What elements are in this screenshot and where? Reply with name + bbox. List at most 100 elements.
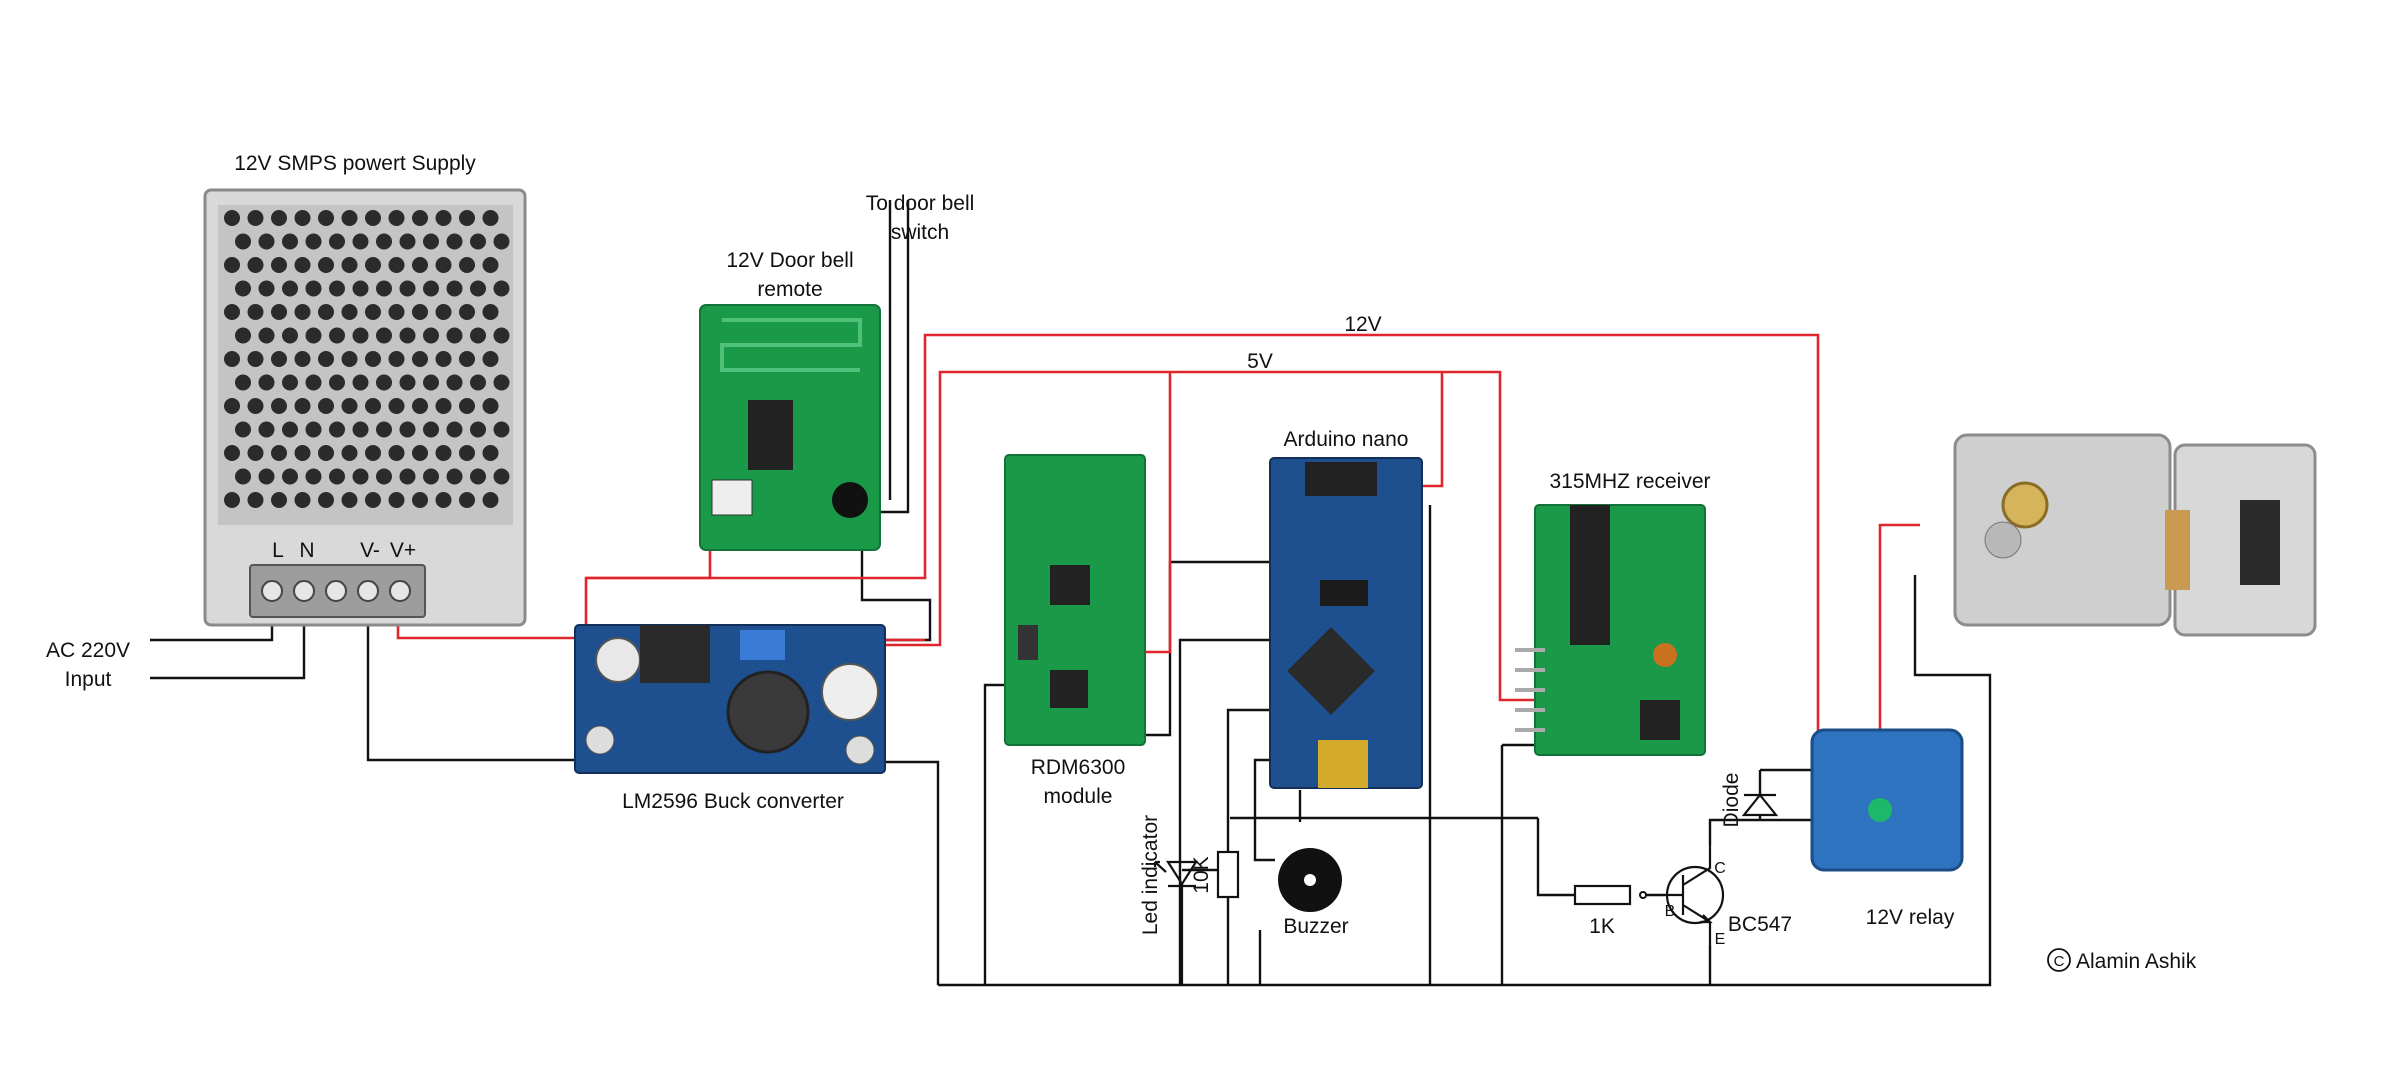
smps-vent-hole: [399, 468, 416, 485]
smps-vent-hole: [423, 233, 439, 250]
smps-vent-hole: [482, 257, 499, 273]
smps-vent-hole: [224, 351, 240, 367]
smps-vent-hole: [352, 280, 369, 297]
smps-vent-hole: [341, 351, 358, 367]
smps-vent-hole: [493, 327, 510, 344]
smps-vent-hole: [365, 351, 381, 367]
smps-vent-hole: [459, 210, 475, 226]
smps-vent-hole: [282, 468, 298, 485]
smps-vent-hole: [365, 257, 381, 273]
ac-input-label-line2: Input: [65, 668, 112, 691]
smps-vent-hole: [435, 351, 452, 367]
smps-vent-hole: [247, 304, 264, 320]
arduino-nano-pcb: [1269, 457, 1423, 789]
rdm6300-pcb: [1004, 454, 1146, 746]
smps-vent-hole: [329, 421, 345, 438]
led-indicator-label: Led indicator: [1139, 815, 1162, 935]
smps-vent-hole: [388, 304, 405, 320]
smps-vent-hole: [446, 233, 463, 250]
smps-vent-hole: [329, 280, 345, 297]
diode-label: Diode: [1720, 773, 1743, 828]
rail-5v-label: 5V: [1247, 350, 1273, 373]
black-wires: [150, 200, 1992, 987]
buck-converter-label: LM2596 Buck converter: [622, 790, 844, 813]
smps-vent-hole: [305, 280, 322, 297]
smps-vent-hole: [435, 492, 452, 508]
smps-vent-hole: [435, 210, 452, 226]
smps-vent-hole: [365, 304, 381, 320]
smps-vent-hole: [352, 421, 369, 438]
smps-vent-hole: [352, 233, 369, 250]
smps-vent-hole: [493, 233, 510, 250]
smps-vent-hole: [224, 304, 240, 320]
smps-vent-hole: [493, 280, 510, 297]
smps-vent-hole: [459, 492, 475, 508]
smps-vent-hole: [459, 445, 475, 461]
smps-vent-hole: [470, 233, 486, 250]
smps-vent-hole: [318, 492, 334, 508]
smps-vent-hole: [235, 327, 251, 344]
smps-vent-hole: [352, 374, 369, 391]
smps-vent-hole: [446, 327, 463, 344]
electric-door-lock: [1953, 433, 2317, 637]
smps-vent-hole: [341, 257, 358, 273]
doorbell-label-line2: remote: [757, 278, 822, 301]
resistor-1k-node: [1639, 891, 1647, 899]
rdm6300-label-line2: module: [1044, 785, 1113, 808]
smps-vent-hole: [235, 421, 251, 438]
smps-vent-hole: [271, 492, 287, 508]
smps-vent-hole: [271, 257, 287, 273]
smps-vent-hole: [294, 492, 311, 508]
smps-vent-hole: [318, 304, 334, 320]
smps-vent-hole: [493, 468, 510, 485]
smps-vent-hole: [388, 257, 405, 273]
smps-vent-hole: [294, 304, 311, 320]
smps-vent-hole: [329, 327, 345, 344]
smps-vent-hole: [412, 398, 428, 414]
smps-vent-hole: [435, 445, 452, 461]
smps-vent-hole: [423, 280, 439, 297]
led-indicator-symbol: [1153, 860, 1199, 985]
smps-power-supply: [203, 188, 527, 627]
smps-vent-hole: [365, 445, 381, 461]
smps-vent-hole: [399, 233, 416, 250]
smps-vent-hole: [470, 374, 486, 391]
smps-vent-hole: [224, 257, 240, 273]
resistor-1k-label: 1K: [1589, 915, 1615, 938]
smps-vent-hole: [423, 374, 439, 391]
smps-vent-hole: [294, 210, 311, 226]
buck-converter-pcb: [574, 624, 886, 774]
smps-vent-hole: [318, 398, 334, 414]
smps-vent-hole: [247, 445, 264, 461]
smps-vent-hole: [423, 421, 439, 438]
credit-label: Alamin Ashik: [2076, 950, 2197, 973]
smps-vent-hole: [459, 304, 475, 320]
smps-vent-hole: [446, 468, 463, 485]
smps-vent-hole: [399, 280, 416, 297]
smps-vent-hole: [376, 280, 392, 297]
smps-vent-hole: [459, 398, 475, 414]
smps-vent-hole: [482, 351, 499, 367]
smps-vent-hole: [294, 445, 311, 461]
smps-vent-hole: [376, 233, 392, 250]
receiver-315mhz-pcb: [1515, 504, 1706, 756]
smps-vent-hole: [388, 398, 405, 414]
transistor-label: BC547: [1728, 913, 1792, 936]
smps-vent-hole: [282, 374, 298, 391]
smps-vent-hole: [235, 468, 251, 485]
smps-vent-hole: [376, 468, 392, 485]
smps-vent-hole: [399, 374, 416, 391]
smps-terminal-screws: [261, 580, 411, 602]
smps-vent-hole: [329, 468, 345, 485]
copyright-icon: [2047, 948, 2071, 972]
smps-vent-hole: [341, 398, 358, 414]
smps-vent-hole: [224, 210, 240, 226]
smps-vent-hole: [412, 210, 428, 226]
smps-vent-hole: [482, 398, 499, 414]
smps-vent-hole: [282, 421, 298, 438]
smps-vent-hole: [388, 445, 405, 461]
smps-label-vplus: V+: [390, 539, 416, 562]
labels: 12V SMPS powert Supply L N V- V+ AC 220V…: [46, 152, 2197, 973]
buzzer-label: Buzzer: [1283, 915, 1348, 938]
